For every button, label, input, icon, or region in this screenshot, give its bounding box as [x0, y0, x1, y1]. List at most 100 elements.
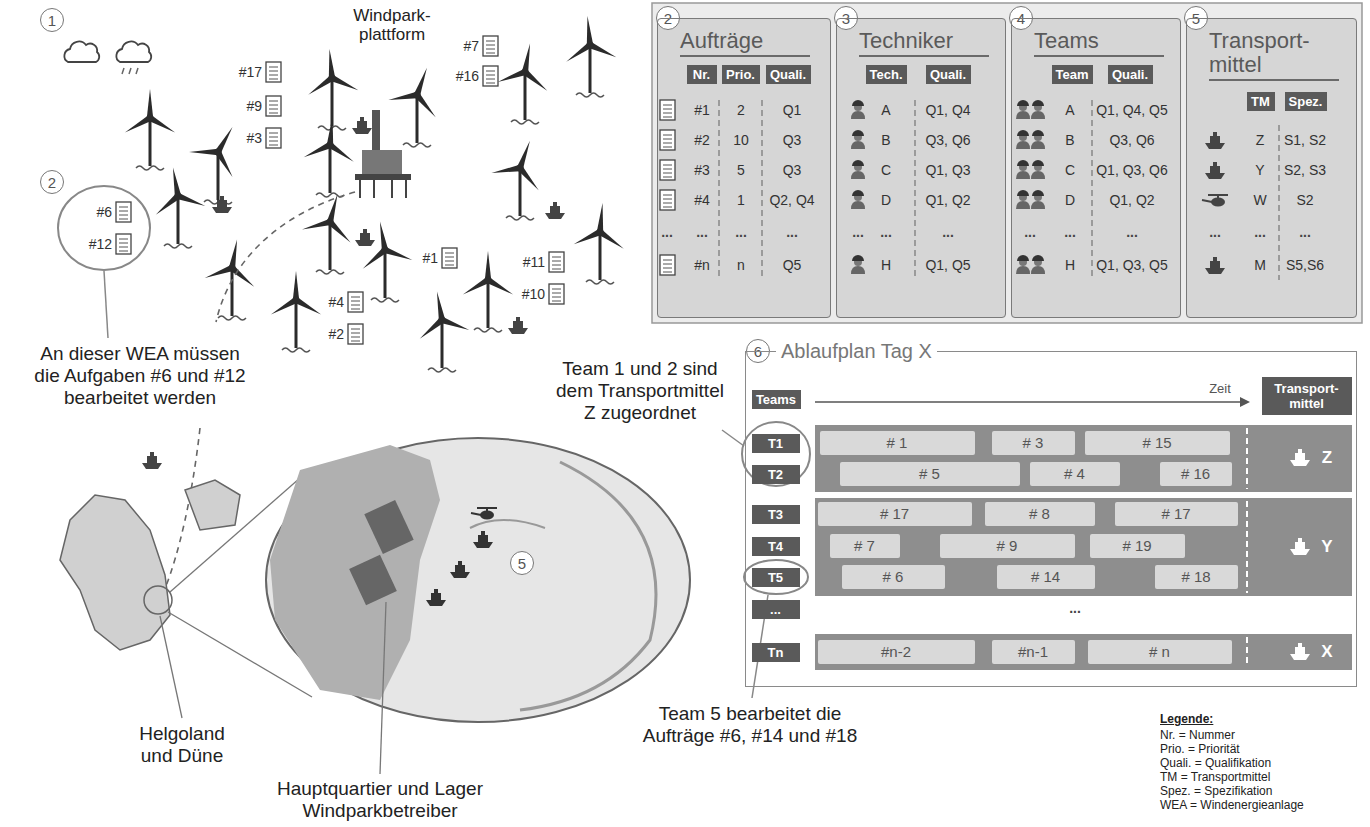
table-cell: Y	[1255, 162, 1264, 178]
ship-icon	[545, 202, 565, 219]
task-bar: # 1	[820, 431, 975, 455]
team-box: T4	[752, 537, 800, 556]
technician-icon	[851, 190, 865, 209]
task-tag: #11	[523, 254, 545, 270]
task-bar: # n	[1088, 640, 1232, 664]
table-cell: D	[1065, 192, 1075, 208]
zoom-ellipse	[266, 438, 690, 722]
technician-body	[1031, 201, 1045, 209]
platform-deck	[355, 174, 411, 180]
turbine-tower	[177, 196, 180, 244]
technician-body	[1016, 266, 1030, 274]
turbine-hub	[414, 92, 421, 99]
node-text: Tn	[768, 645, 784, 660]
ship-mast	[1298, 449, 1302, 453]
table-cell: Q5	[783, 257, 802, 273]
legend-entry: Quali. = Qualifikation	[1160, 756, 1271, 770]
task-line	[119, 239, 128, 240]
ship-mast	[363, 229, 367, 233]
node-text: Tech.	[870, 67, 903, 82]
weather-cloud	[116, 41, 151, 62]
turbine-tower	[329, 145, 332, 193]
node-text: # 14	[1031, 568, 1060, 585]
technician-helmet	[1032, 130, 1044, 136]
wind-turbine	[271, 271, 321, 352]
ship-hull	[450, 572, 470, 578]
technician-helmet	[852, 100, 864, 106]
water-wave	[586, 280, 614, 284]
task-bar: # 15	[1085, 431, 1230, 455]
task-line	[663, 203, 672, 204]
node-text: Quali.	[1112, 67, 1148, 82]
task-tag: #2	[328, 326, 344, 342]
platform-leg	[373, 180, 375, 198]
table-panel: Transport- mittelTMSpez.	[1186, 18, 1357, 318]
turbine-blade	[293, 271, 299, 300]
task-icon	[116, 234, 131, 254]
node-text: T5	[768, 570, 783, 585]
node-text: Teams	[756, 392, 796, 407]
transport-label: X	[1321, 642, 1332, 662]
task-line	[119, 215, 128, 216]
panel-fill	[1186, 18, 1357, 318]
table-cell: 10	[733, 132, 749, 148]
table-cell: S1, S2	[1284, 132, 1326, 148]
turbine-tower	[519, 168, 522, 216]
column-header: Spez.	[1285, 92, 1327, 111]
ship-cabin	[550, 206, 560, 213]
heli-body	[1211, 198, 1225, 207]
node-text: # 5	[919, 465, 940, 482]
task-line	[552, 289, 561, 290]
ship-mast	[516, 317, 520, 321]
platform-building	[362, 150, 402, 174]
turbine-hub	[293, 297, 300, 304]
table-cell: n	[737, 257, 745, 273]
technician-body	[1016, 201, 1030, 209]
wind-turbine	[498, 43, 547, 124]
wind-turbine	[304, 116, 354, 197]
ship-cabin	[478, 535, 488, 542]
task-line	[445, 253, 454, 254]
turbine-hub	[175, 193, 182, 200]
column-header: Tech.	[866, 65, 907, 84]
task-sheet	[549, 252, 564, 272]
water-wave	[506, 216, 534, 220]
turbine-hub	[229, 265, 236, 272]
technician-helmet	[1032, 100, 1044, 106]
task-icon	[483, 36, 498, 56]
task-line	[269, 137, 278, 138]
node-text: # 4	[1064, 465, 1085, 482]
table-cell: #4	[694, 192, 710, 208]
task-line	[552, 257, 561, 258]
turbine-tower	[599, 232, 602, 280]
ship-cabin	[1295, 647, 1305, 654]
task-sheet	[348, 324, 363, 344]
ship-hull	[426, 600, 446, 606]
ship-icon	[1290, 449, 1310, 466]
task-icon	[660, 190, 675, 210]
task-line	[552, 261, 561, 262]
band-divider	[1246, 428, 1248, 489]
turbine-blade	[388, 92, 417, 100]
task-tag: #3	[246, 130, 262, 146]
table-cell: Q1, Q5	[925, 257, 970, 273]
technician-icon	[851, 255, 865, 274]
turbine-blade	[147, 89, 153, 118]
table-cell: Q1, Q3, Q6	[1096, 162, 1168, 178]
ship-cabin	[431, 593, 441, 600]
ship-icon	[1205, 132, 1225, 149]
technician-icon	[851, 160, 865, 179]
ship-hull	[142, 463, 162, 469]
task-line	[552, 265, 561, 266]
task-line	[269, 79, 278, 80]
node-text: #n-1	[1018, 643, 1048, 660]
table-cell: S2	[1296, 192, 1313, 208]
ship-cabin	[1295, 453, 1305, 460]
node-text: # 16	[1181, 465, 1210, 482]
table-cell: C	[1065, 162, 1075, 178]
platform-label: Windpark- plattform	[346, 6, 438, 44]
task-icon	[660, 160, 675, 180]
node-text: Quali.	[770, 67, 806, 82]
legend-entry: TM = Transportmittel	[1160, 770, 1270, 784]
task-line	[486, 41, 495, 42]
